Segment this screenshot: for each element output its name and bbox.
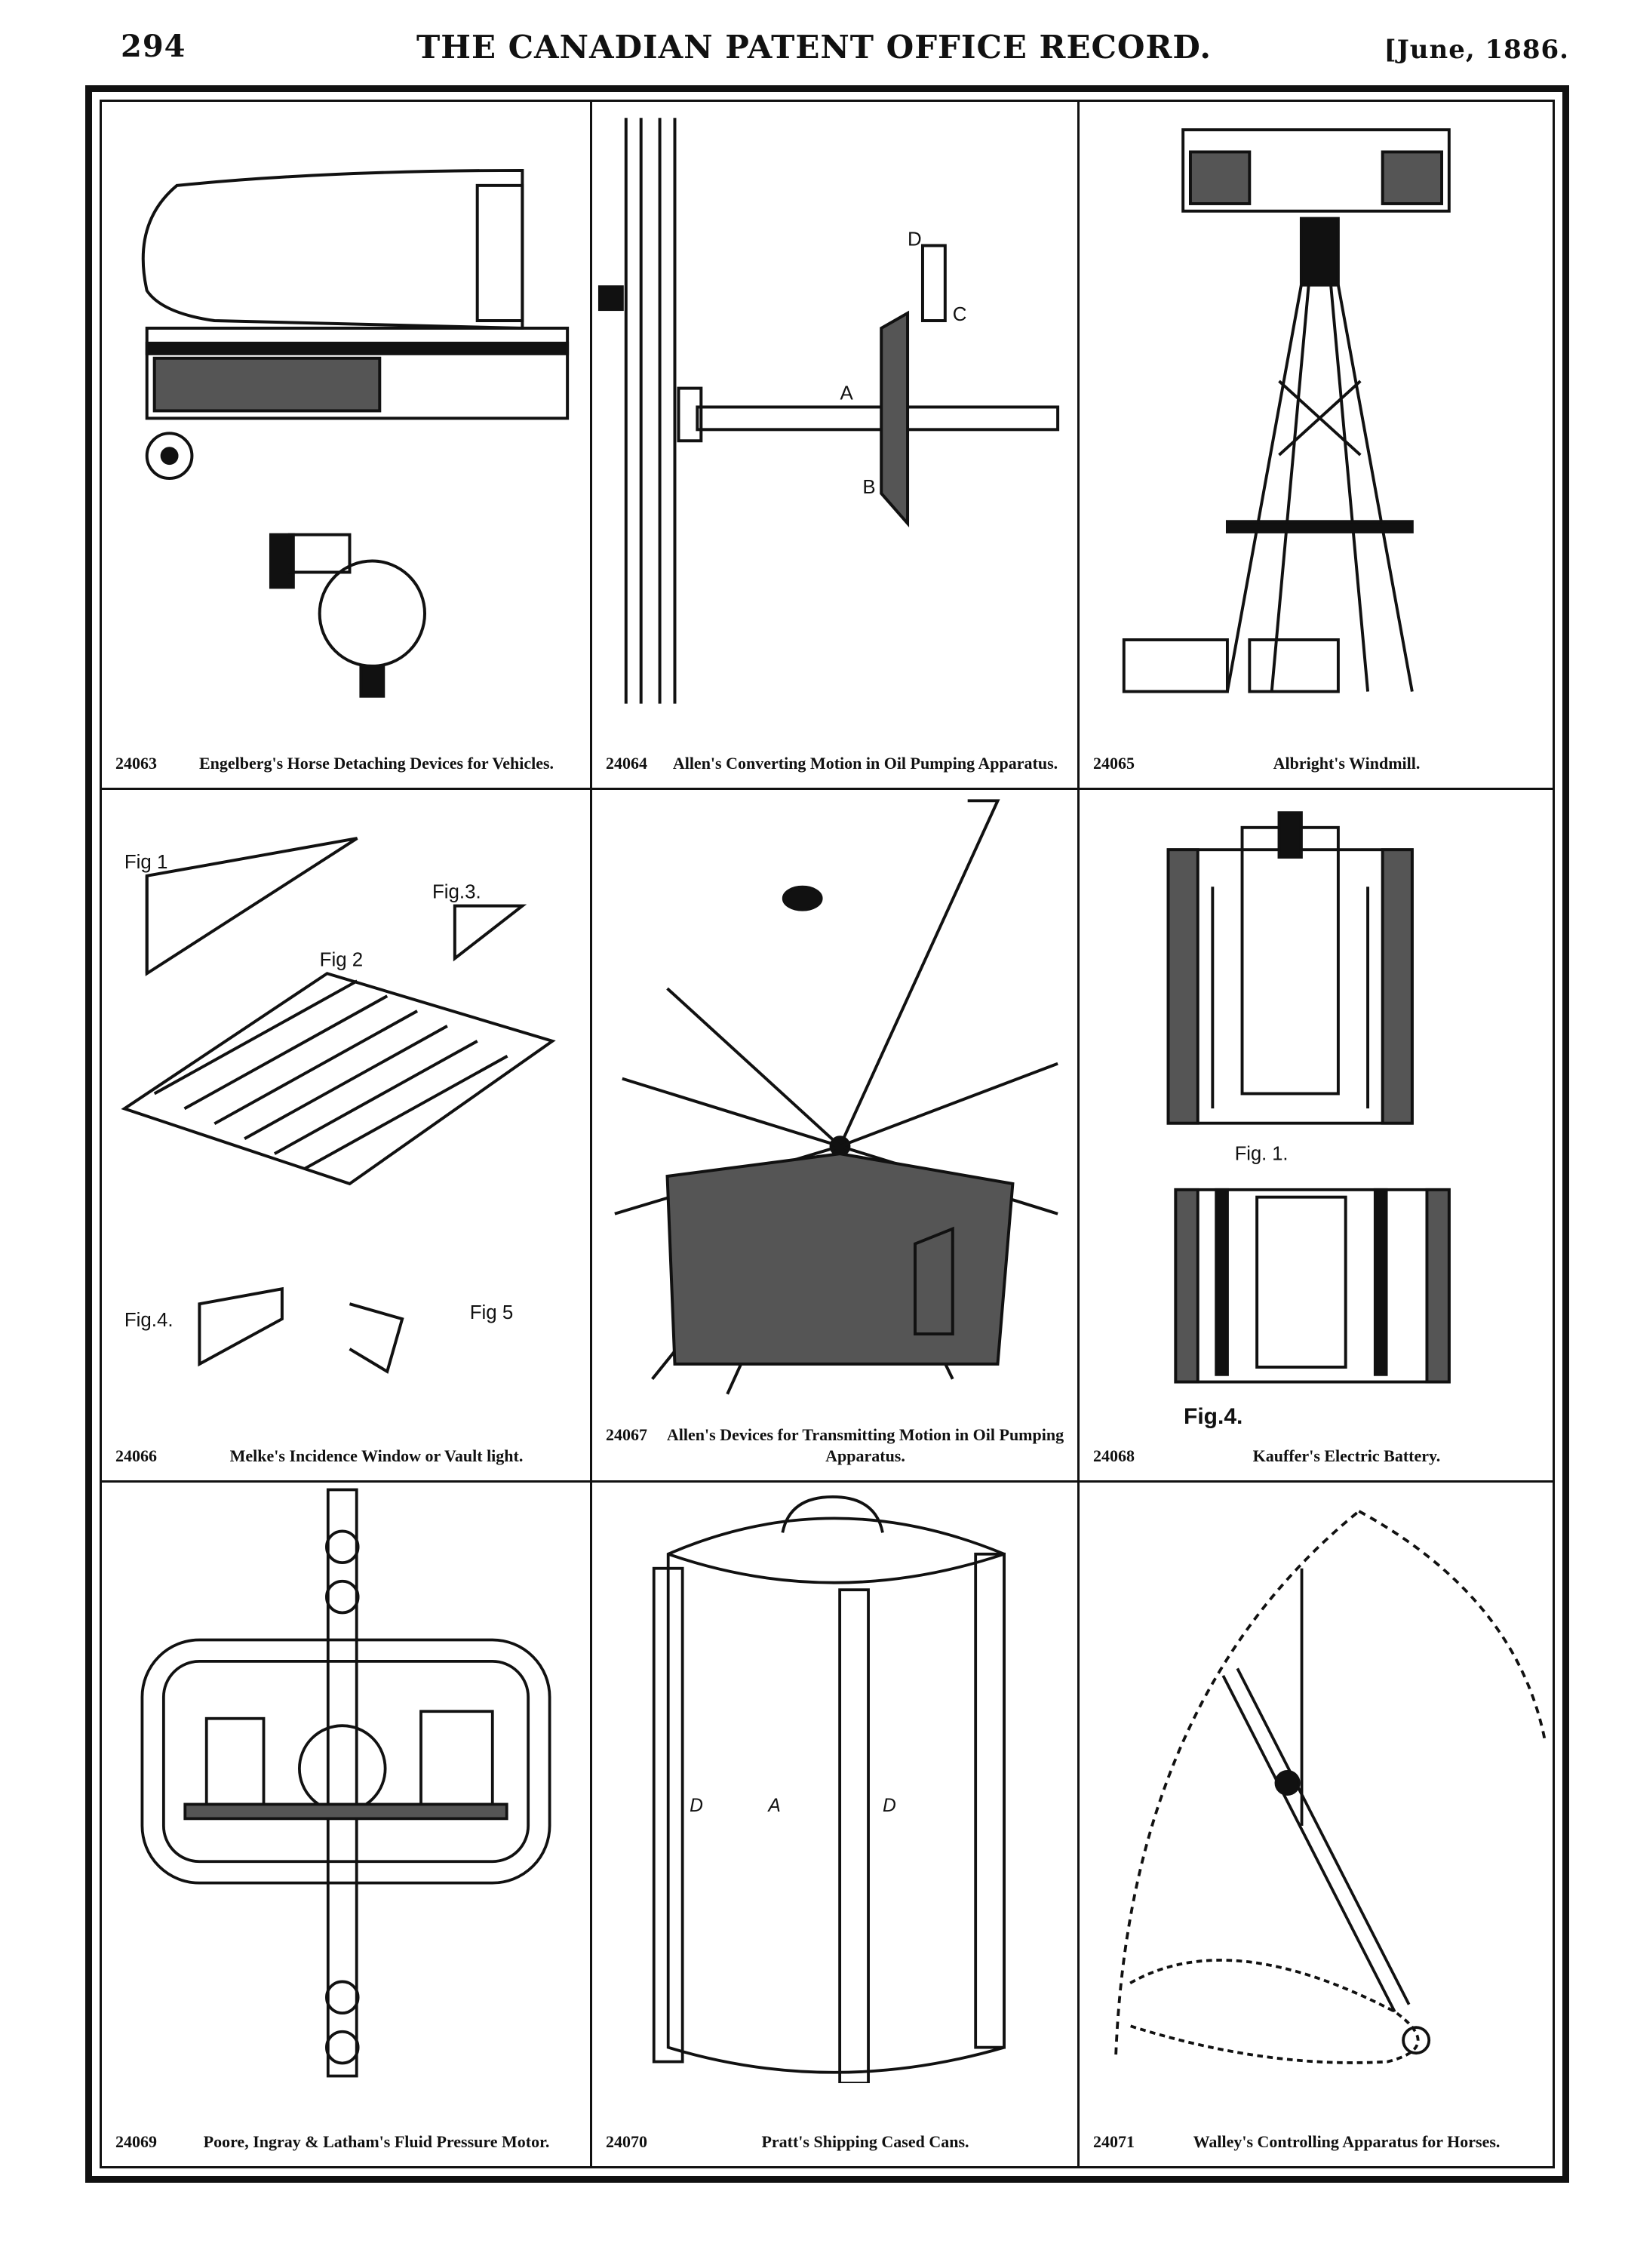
patent-caption: Melke's Incidence Window or Vault light. (229, 1446, 524, 1465)
patent-number: 24065 (1093, 754, 1135, 773)
patent-caption: Engelberg's Horse Detaching Devices for … (198, 754, 554, 773)
patent-number: 24066 (115, 1446, 157, 1465)
patent-number: 24069 (115, 2132, 157, 2151)
label-d: D (908, 229, 922, 250)
patent-number: 24064 (606, 754, 647, 773)
patent-caption: Allen's Converting Motion in Oil Pumping… (672, 754, 1058, 773)
patent-cell-24063: 24063 Engelberg's Horse Detaching Devices… (102, 102, 592, 790)
patent-cell-24064: A B C D 24064 Allen's Converting Motion i… (592, 102, 1080, 790)
patent-caption: Allen's Devices for Transmitting Motion … (666, 1425, 1064, 1465)
fig-1-label: Fig. 1. (1235, 1144, 1289, 1165)
patent-cell-24071: 24071 Walley's Controlling Apparatus for … (1080, 1483, 1553, 2166)
patent-number: 24063 (115, 754, 157, 773)
label-c: C (953, 304, 967, 325)
label-d2: D (883, 1796, 896, 1816)
patent-caption: Walley's Controlling Apparatus for Horse… (1193, 2132, 1501, 2151)
patent-cell-24070: A D D 24070 Pratt's Shipping Cased Cans. (592, 1483, 1080, 2166)
fig-3-label: Fig.3. (432, 882, 481, 903)
patent-cell-24068: Fig. 1. Fig.4. 24068 Kauffer's Electric B… (1080, 790, 1553, 1483)
fig-2-label: Fig 2 (320, 949, 364, 970)
label-a: A (766, 1796, 780, 1816)
page-number: 294 (121, 29, 186, 64)
fluid-pressure-motor-drawing (140, 1488, 551, 2078)
patent-cell-24067: 24067 Allen's Devices for Transmitting Mo… (592, 790, 1080, 1483)
fig-4-label: Fig.4. (124, 1310, 174, 1331)
patent-caption: Poore, Ingray & Latham's Fluid Pressure … (203, 2132, 550, 2151)
patent-cell-24069: 24069 Poore, Ingray & Latham's Fluid Pres… (102, 1483, 592, 2166)
horse-detaching-device-drawing (141, 168, 570, 698)
horse-controlling-apparatus-drawing (1114, 1510, 1547, 2064)
patent-grid: 24063 Engelberg's Horse Detaching Devices… (100, 100, 1555, 2168)
label-b: B (862, 477, 875, 498)
shipping-cased-can-drawing: A D D (652, 1495, 1006, 2083)
fig-4-label: Fig.4. (1184, 1404, 1243, 1429)
patent-cell-24066: Fig 1 Fig.3. Fig 2 Fig.4. Fig 5 24066 Mel… (102, 790, 592, 1483)
electric-battery-drawing: Fig. 1. (1166, 811, 1451, 1384)
vault-light-drawing: Fig 1 Fig.3. Fig 2 Fig.4. Fig 5 (121, 837, 556, 1374)
fig-1-label: Fig 1 (124, 852, 168, 873)
patent-caption: Pratt's Shipping Cased Cans. (761, 2132, 969, 2151)
patent-caption: Albright's Windmill. (1273, 754, 1421, 773)
label-d: D (690, 1796, 703, 1816)
fig-5-label: Fig 5 (470, 1302, 514, 1323)
windmill-drawing (1122, 128, 1451, 693)
patent-number: 24068 (1093, 1446, 1135, 1465)
patent-number: 24067 (606, 1425, 647, 1444)
oil-pumping-converter-drawing: A B C D (597, 118, 1060, 704)
patent-cell-24065: 24065 Albright's Windmill. (1080, 102, 1553, 790)
publication-title: THE CANADIAN PATENT OFFICE RECORD. (416, 29, 1212, 66)
patent-caption: Kauffer's Electric Battery. (1252, 1446, 1441, 1465)
motion-transmitting-drawing (614, 799, 1058, 1395)
patent-number: 24070 (606, 2132, 647, 2151)
patent-number: 24071 (1093, 2132, 1135, 2151)
label-a: A (840, 383, 853, 404)
patent-plate-frame: 24063 Engelberg's Horse Detaching Devices… (85, 85, 1569, 2183)
issue-date: [June, 1886. (1384, 35, 1569, 65)
